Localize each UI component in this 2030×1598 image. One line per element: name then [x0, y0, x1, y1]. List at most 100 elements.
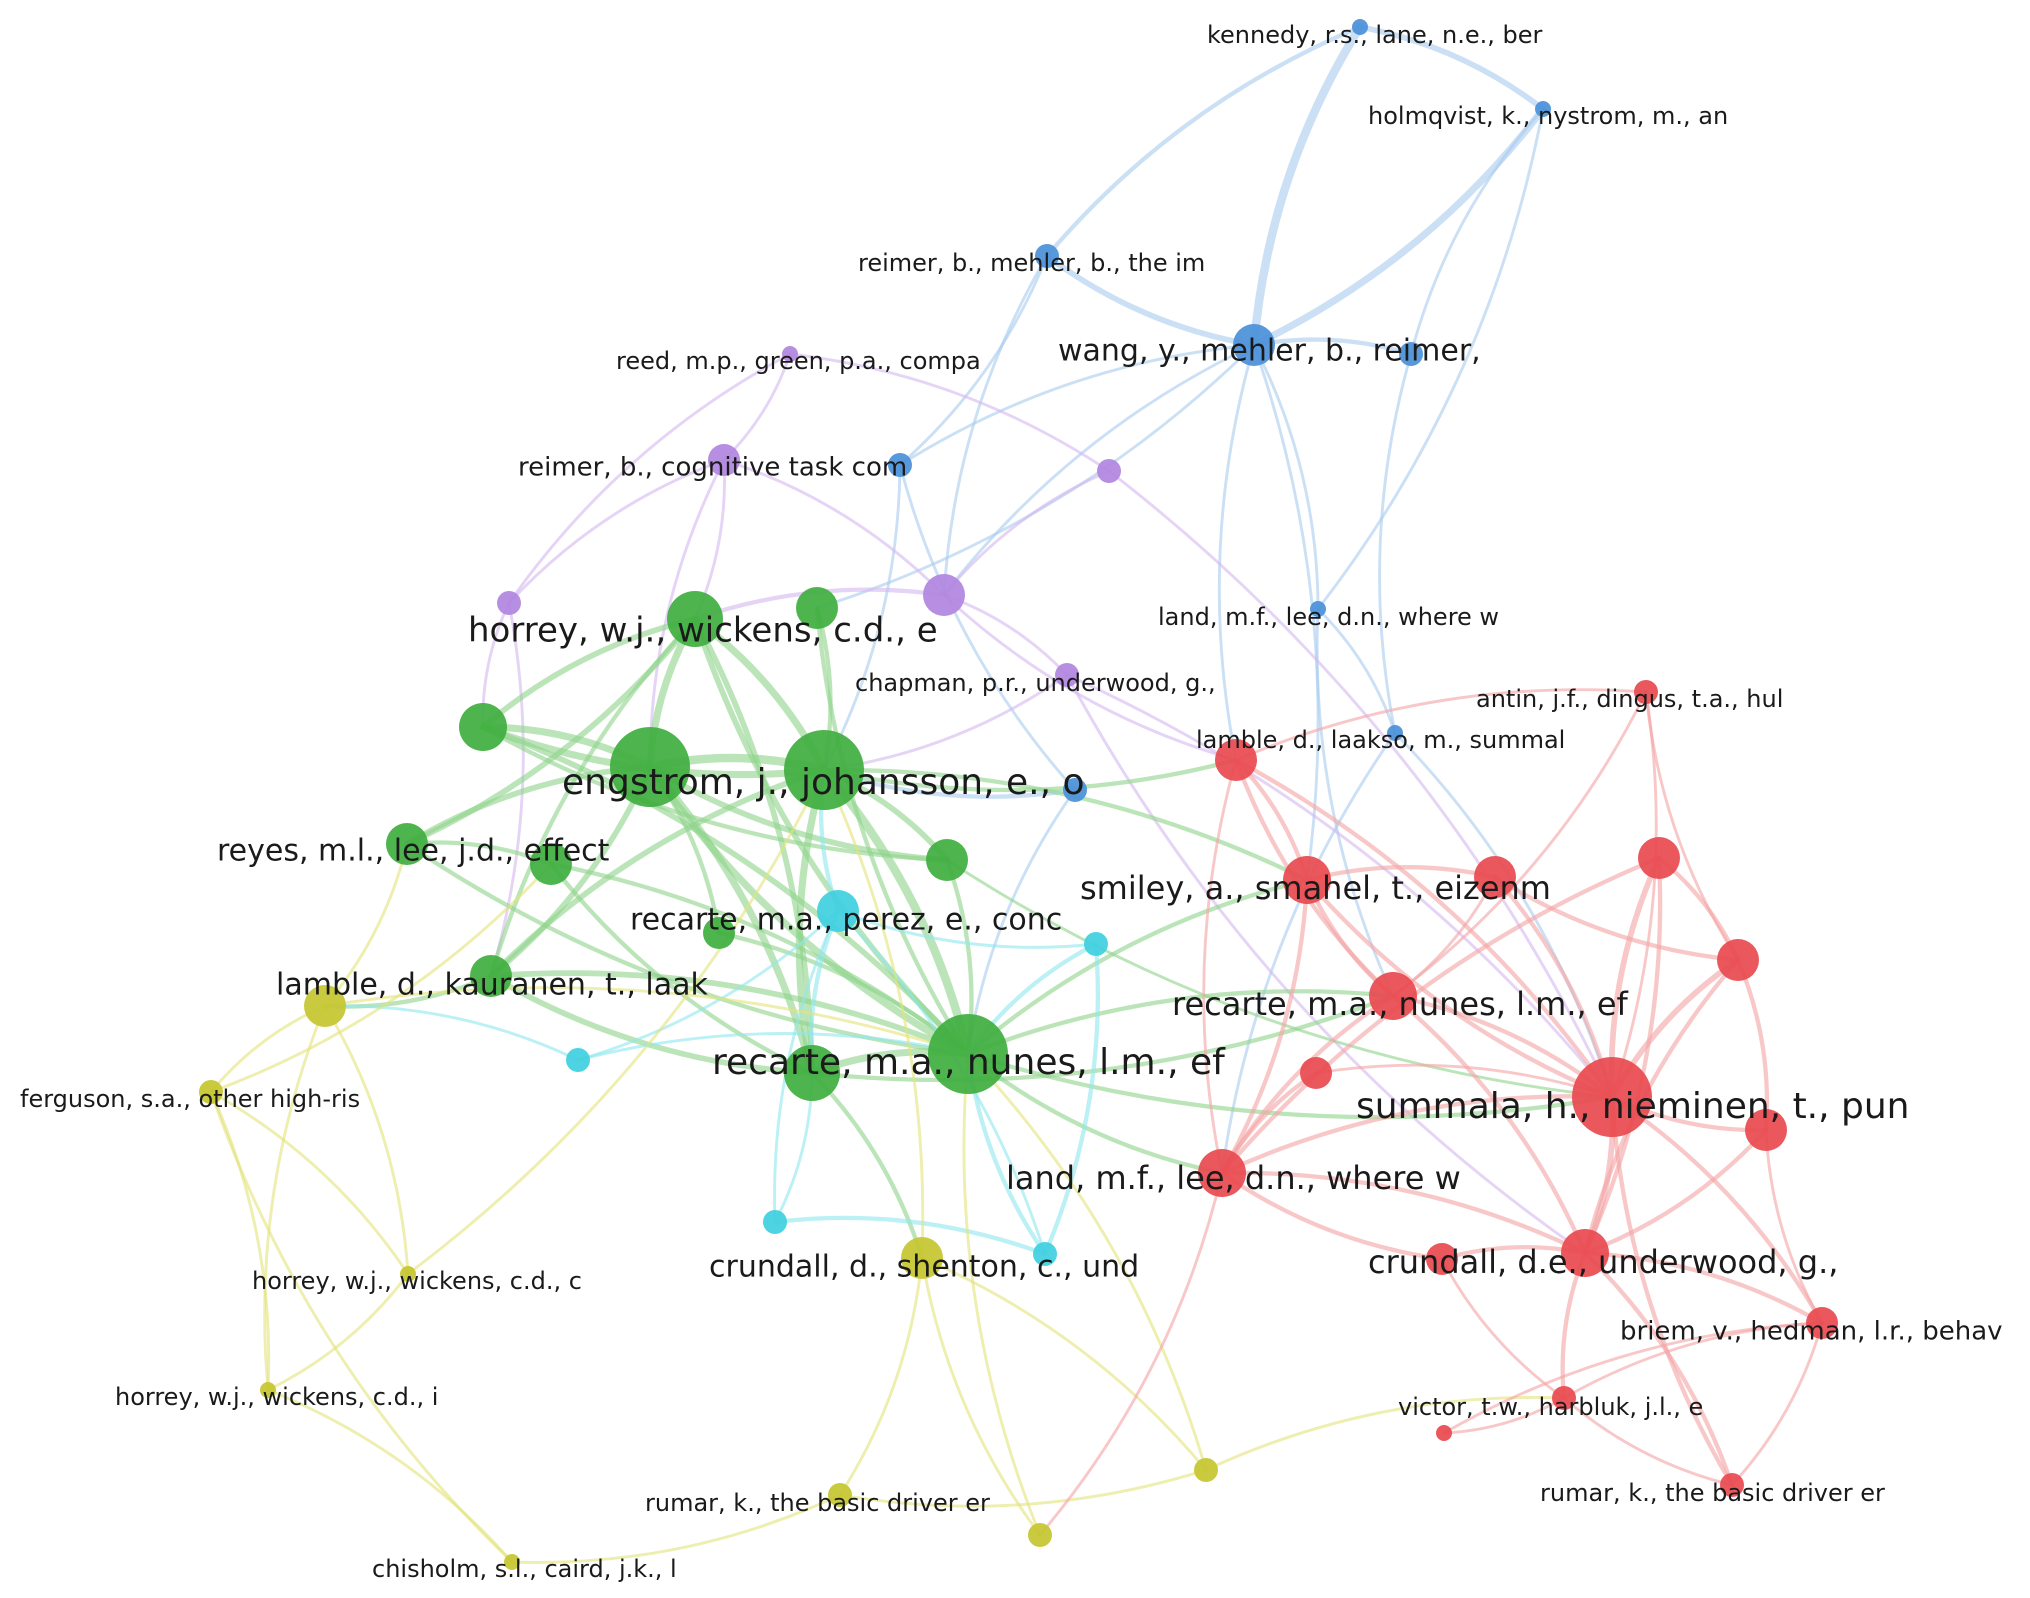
link-crundall_under-rumar_r	[1582, 1250, 1735, 1488]
link-crundall_shenton-yellow_b	[920, 1256, 1042, 1537]
link-victor-red_v2	[1442, 1396, 1566, 1435]
node-kennedy[interactable]	[1352, 19, 1368, 35]
node-reyes[interactable]	[386, 823, 428, 865]
link-cyan_bottom-cyan_crundall	[772, 1215, 1048, 1257]
node-horrey_wick_e[interactable]	[667, 591, 723, 647]
node-reed[interactable]	[782, 346, 798, 362]
link-smiley-land_red	[1219, 877, 1310, 1176]
node-green_top[interactable]	[796, 587, 838, 629]
node-engstrom2[interactable]	[784, 730, 864, 810]
node-yellow_b[interactable]	[1028, 1523, 1052, 1547]
label-reed: reed, m.p., green, p.a., compa	[616, 347, 981, 375]
node-green_right[interactable]	[926, 839, 968, 881]
node-wang[interactable]	[1233, 324, 1275, 366]
node-cyan_bottom[interactable]	[763, 1210, 787, 1234]
node-rumar_r[interactable]	[1720, 1473, 1744, 1497]
node-recarte_nunes_g[interactable]	[928, 1014, 1008, 1094]
link-horrey_wick_c-engstrom2	[406, 768, 826, 1276]
node-red_eizen[interactable]	[1474, 856, 1516, 898]
link-briem-rumar_r	[1730, 1321, 1824, 1487]
labels-layer: kennedy, r.s., lane, n.e., berholmqvist,…	[20, 21, 2003, 1583]
link-crundall_under-briem	[1582, 1250, 1825, 1326]
node-briem[interactable]	[1806, 1307, 1838, 1339]
link-reed-purple_right	[788, 352, 1111, 473]
node-green_center[interactable]	[703, 917, 735, 949]
node-land_red[interactable]	[1198, 1149, 1246, 1197]
link-lamble_y-reyes	[323, 842, 409, 1008]
node-antin[interactable]	[1634, 680, 1658, 704]
node-red_r3[interactable]	[1745, 1109, 1787, 1151]
node-red_lamble[interactable]	[1215, 739, 1257, 781]
node-blue_right[interactable]	[1399, 342, 1423, 366]
link-red_r3-crundall_under	[1582, 1127, 1769, 1256]
link-wang-purple_big	[942, 343, 1256, 597]
link-summala-rumar_r	[1609, 1094, 1735, 1488]
node-crundall_under[interactable]	[1561, 1229, 1609, 1277]
link-summala-land_red	[1219, 1094, 1615, 1176]
node-red_c2[interactable]	[1426, 1243, 1458, 1275]
node-smiley[interactable]	[1283, 856, 1331, 904]
link-crundall_shenton-yellow_br	[920, 1256, 1208, 1472]
node-red_r1[interactable]	[1638, 837, 1680, 879]
label-rumar_y: rumar, k., the basic driver er	[645, 1489, 990, 1517]
node-chisholm[interactable]	[504, 1554, 520, 1570]
node-reimer_cog[interactable]	[708, 444, 740, 476]
node-blue_mid[interactable]	[888, 453, 912, 477]
node-recarte_nunes_r[interactable]	[1369, 972, 1417, 1020]
node-cyan_crundall[interactable]	[1033, 1242, 1057, 1266]
node-rumar_y[interactable]	[828, 1483, 852, 1507]
link-reimer_mehler-blue_mid	[898, 254, 1049, 467]
link-lamble_kauranen-recarte_nunes_g	[488, 970, 971, 1057]
node-cyan_right[interactable]	[1084, 932, 1108, 956]
node-purple_left[interactable]	[497, 591, 521, 615]
node-land_blue[interactable]	[1310, 601, 1326, 617]
link-blue_mid-engstrom2	[822, 463, 902, 772]
node-blue_small[interactable]	[1063, 778, 1087, 802]
link-reimer_mehler-wang	[1044, 253, 1257, 348]
node-summala[interactable]	[1572, 1057, 1652, 1137]
node-yellow_br[interactable]	[1194, 1458, 1218, 1482]
node-horrey_wick_i[interactable]	[260, 1382, 276, 1398]
link-crundall_shenton-engstrom2	[822, 768, 925, 1260]
link-antin-recarte_nunes_r	[1391, 690, 1648, 998]
node-lamble_y[interactable]	[304, 985, 346, 1027]
node-lamble_kauranen[interactable]	[470, 955, 512, 997]
label-holmqvist: holmqvist, k., nystrom, m., an	[1368, 102, 1728, 130]
node-red_small[interactable]	[1300, 1057, 1332, 1089]
node-holmqvist[interactable]	[1535, 101, 1551, 117]
node-lamble_blue[interactable]	[1387, 725, 1403, 741]
node-crundall_shenton[interactable]	[901, 1237, 943, 1279]
node-red_r2[interactable]	[1717, 939, 1759, 981]
node-purple_right[interactable]	[1097, 459, 1121, 483]
link-chapman-summala	[1065, 673, 1614, 1099]
link-horrey_wick_e-lamble_kauranen	[488, 616, 698, 979]
link-engstrom2-lamble_kauranen	[488, 767, 827, 979]
link-reimer_mehler-purple_big	[942, 254, 1049, 597]
node-green_left[interactable]	[459, 703, 507, 751]
node-green_low[interactable]	[784, 1045, 840, 1101]
node-ferguson[interactable]	[199, 1080, 223, 1104]
label-wang: wang, y., mehler, b., reimer,	[1058, 334, 1481, 369]
node-engstrom[interactable]	[610, 727, 690, 807]
node-recarte_perez[interactable]	[817, 890, 859, 932]
node-green_mid[interactable]	[530, 843, 572, 885]
label-summala: summala, h., nieminen, t., pun	[1356, 1086, 1910, 1127]
link-ferguson-green_mid	[209, 862, 553, 1094]
link-horrey_wick_c-horrey_wick_i	[266, 1272, 410, 1392]
node-cyan_left[interactable]	[566, 1048, 590, 1072]
node-chapman[interactable]	[1055, 663, 1079, 687]
link-land_blue-recarte_nunes_r	[1315, 607, 1395, 998]
node-victor[interactable]	[1552, 1386, 1576, 1410]
link-green_right-summala	[945, 858, 1614, 1099]
node-reimer_mehler[interactable]	[1035, 244, 1059, 268]
node-purple_big[interactable]	[923, 574, 965, 616]
link-smiley-summala	[1304, 877, 1615, 1100]
link-yellow_b-recarte_nunes_g	[962, 1052, 1042, 1537]
label-horrey_wick_i: horrey, w.j., wickens, c.d., i	[115, 1383, 438, 1411]
node-horrey_wick_c[interactable]	[400, 1266, 416, 1282]
node-red_v2[interactable]	[1436, 1425, 1452, 1441]
link-engstrom2-red_lamble	[821, 757, 1239, 793]
label-chisholm: chisholm, s.l., caird, j.k., l	[372, 1555, 677, 1583]
link-purple_right-purple_big	[942, 469, 1111, 597]
